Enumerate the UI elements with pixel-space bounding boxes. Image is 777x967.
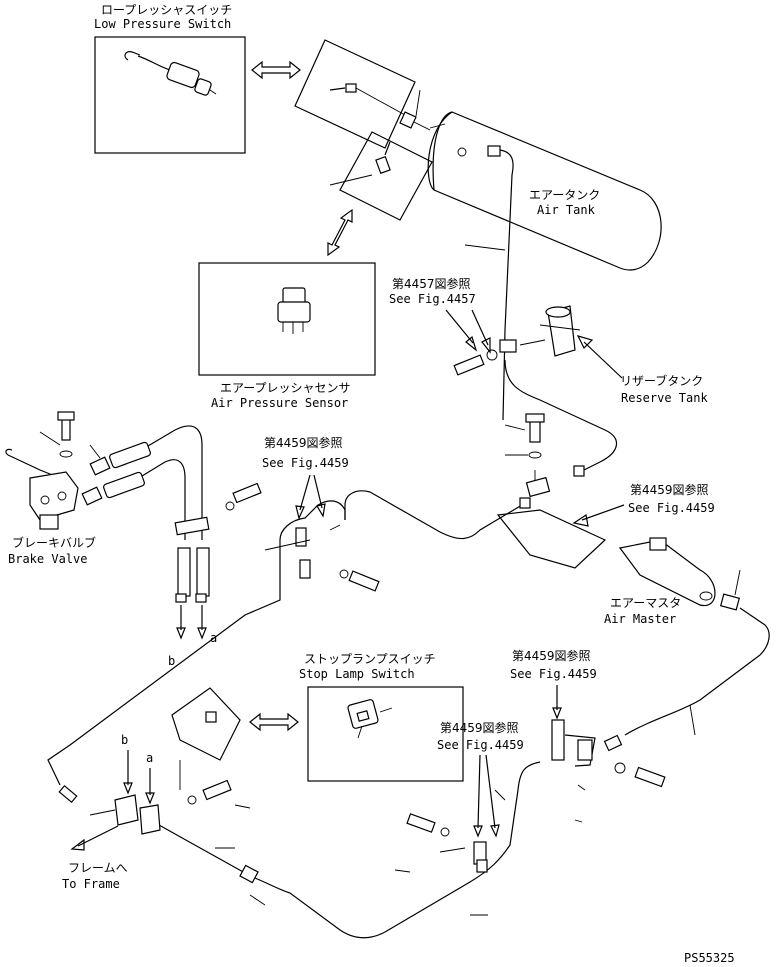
- stop-lamp-switch-frame: [307, 686, 464, 782]
- low-pressure-switch-icon: [124, 51, 217, 96]
- to-frame-label-en: To Frame: [62, 877, 120, 891]
- stop-lamp-switch-icon: [347, 699, 393, 739]
- bracket-plate-center: [496, 413, 607, 569]
- air-pressure-sensor-frame: [198, 262, 376, 376]
- air-pressure-sensor-icon: [277, 287, 311, 334]
- sensor-detail-box: [329, 131, 433, 221]
- double-arrow-mid: [327, 208, 353, 257]
- marker-a-bottom: a: [146, 751, 153, 765]
- to-frame-label-jp: フレームへ: [68, 861, 128, 875]
- stop-lamp-switch-label-en: Stop Lamp Switch: [299, 667, 415, 681]
- ref-4459c-jp: 第4459図参照: [512, 648, 591, 663]
- air-master: エアーマスタ Air Master: [603, 537, 770, 752]
- brake-valve-hoses: a b: [39, 425, 262, 668]
- ref-fig-4459-b: 第4459図参照 See Fig.4459: [572, 482, 715, 527]
- low-pressure-switch-inset: ロープレッシャスイッチ Low Pressure Switch: [94, 3, 246, 154]
- reserve-tank: リザーブタンク Reserve Tank: [519, 305, 708, 405]
- lower-pipe-run: [149, 761, 541, 939]
- air-pressure-sensor-label-jp: エアープレッシャセンサ: [220, 381, 351, 395]
- ref-fig-4459-c: 第4459図参照 See Fig.4459: [510, 648, 666, 823]
- clip-2: [299, 559, 311, 579]
- stop-lamp-switch-label-jp: ストップランプスイッチ: [304, 652, 436, 666]
- low-pressure-switch-label-en: Low Pressure Switch: [94, 17, 231, 31]
- marker-b-top: b: [168, 654, 175, 668]
- to-frame-fittings: b a フレームへ To Frame: [62, 733, 251, 891]
- air-master-label-en: Air Master: [604, 612, 676, 626]
- air-pressure-sensor-inset: エアープレッシャセンサ Air Pressure Sensor: [198, 262, 376, 410]
- ref-4459d-jp: 第4459図参照: [440, 720, 519, 735]
- air-tank-label-en: Air Tank: [537, 203, 596, 217]
- clip-1: [295, 527, 307, 547]
- air-tank: エアータンク Air Tank: [415, 89, 662, 421]
- air-pressure-sensor-label-en: Air Pressure Sensor: [211, 396, 348, 410]
- ref-4459b-en: See Fig.4459: [628, 501, 715, 515]
- ref-4459a-en: See Fig.4459: [262, 456, 349, 470]
- ref-fig-4459-d: 第4459図参照 See Fig.4459: [437, 720, 524, 838]
- low-pressure-switch-label-jp: ロープレッシャスイッチ: [101, 3, 232, 17]
- main-pipe-run: [47, 490, 531, 804]
- air-master-label-jp: エアーマスタ: [610, 596, 681, 610]
- double-arrow-top: [251, 60, 301, 80]
- bolt-center: [529, 419, 541, 443]
- bracket-lower-right: [551, 719, 565, 761]
- brake-valve-label-en: Brake Valve: [8, 552, 87, 566]
- stop-lamp-switch-inset: ストップランプスイッチ Stop Lamp Switch: [299, 652, 464, 782]
- bolt-top-left: [61, 417, 71, 441]
- brake-valve-label-jp: ブレーキバルブ: [12, 535, 96, 550]
- ref-4457-en: See Fig.4457: [389, 292, 476, 306]
- air-tank-label-jp: エアータンク: [529, 188, 600, 202]
- ref-fig-4457: 第4457図参照 See Fig.4457: [389, 276, 517, 376]
- ref-fig-4459-a: 第4459図参照 See Fig.4459: [262, 435, 349, 520]
- reserve-tank-label-jp: リザーブタンク: [620, 373, 703, 388]
- brake-valve: ブレーキバルブ Brake Valve: [5, 411, 96, 566]
- stop-switch-detail-box: [171, 687, 241, 790]
- part-code: PS55325: [684, 951, 735, 965]
- marker-b-bottom: b: [121, 733, 128, 747]
- low-pressure-switch-frame: [94, 36, 246, 154]
- reserve-tank-label-en: Reserve Tank: [621, 391, 708, 405]
- ref-4459c-en: See Fig.4459: [510, 667, 597, 681]
- pipe-tank-right: [504, 359, 617, 477]
- switch-detail-box: [294, 39, 431, 149]
- ref-4459d-en: See Fig.4459: [437, 738, 524, 752]
- bolt-4457: [453, 354, 485, 376]
- ref-4459a-jp: 第4459図参照: [264, 435, 343, 450]
- ref-4459b-jp: 第4459図参照: [630, 482, 709, 497]
- ref-4457-jp: 第4457図参照: [392, 276, 471, 291]
- double-arrow-lower: [249, 712, 299, 732]
